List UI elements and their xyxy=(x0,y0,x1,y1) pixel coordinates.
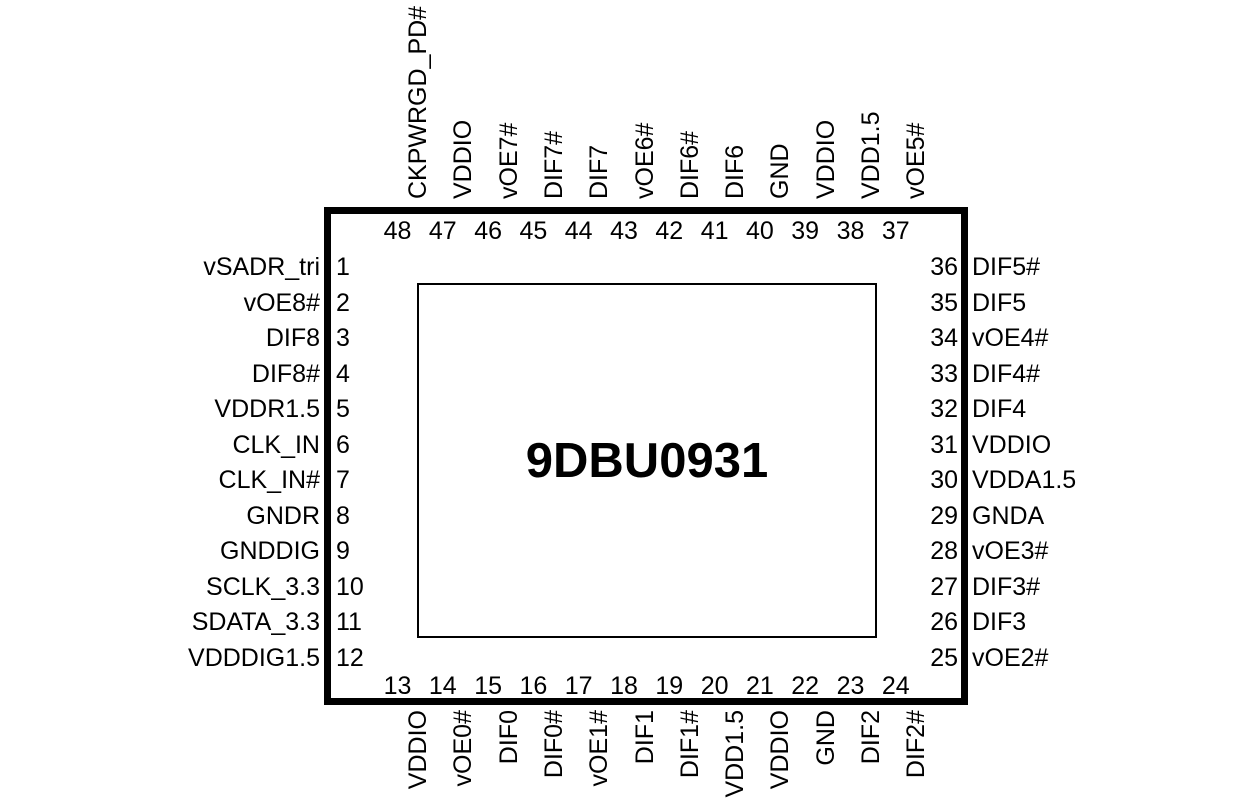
pin-name-47: VDDIO xyxy=(449,119,478,199)
pin-name-9: GNDDIG xyxy=(220,537,320,565)
pin-number-29: 29 xyxy=(930,501,958,530)
pin-name-34: vOE4# xyxy=(972,324,1049,352)
pin-name-20: VDD1.5 xyxy=(721,710,750,798)
pin-name-30: VDDA1.5 xyxy=(972,466,1077,494)
pin-number-25: 25 xyxy=(930,643,958,672)
part-number-label: 9DBU0931 xyxy=(525,433,769,488)
pin-name-11: SDATA_3.3 xyxy=(191,608,320,636)
pin-number-48: 48 xyxy=(383,217,412,245)
pin-number-24: 24 xyxy=(881,672,910,700)
pin-name-4: DIF8# xyxy=(251,359,320,388)
pin-name-17: vOE1# xyxy=(585,710,614,787)
pin-number-9: 9 xyxy=(336,537,350,565)
pin-name-12: VDDDIG1.5 xyxy=(188,643,320,672)
pin-number-18: 18 xyxy=(610,672,638,700)
pin-name-3: DIF8 xyxy=(265,324,320,352)
pin-number-42: 42 xyxy=(655,217,684,245)
pin-name-35: DIF5 xyxy=(972,288,1027,317)
pin-number-32: 32 xyxy=(930,395,958,423)
pin-name-24: DIF2# xyxy=(902,710,931,779)
pin-number-44: 44 xyxy=(564,217,593,245)
pin-name-31: VDDIO xyxy=(972,430,1052,459)
pin-name-2: vOE8# xyxy=(243,288,320,317)
pin-name-40: GND xyxy=(766,143,795,199)
pin-number-20: 20 xyxy=(700,672,729,700)
pin-name-7: CLK_IN# xyxy=(218,466,320,494)
pin-number-5: 5 xyxy=(336,395,350,423)
pin-number-23: 23 xyxy=(836,672,865,700)
pin-number-39: 39 xyxy=(791,217,820,245)
pin-number-17: 17 xyxy=(564,672,593,700)
pin-number-38: 38 xyxy=(836,217,865,245)
pin-name-39: VDDIO xyxy=(811,119,840,199)
pin-name-16: DIF0# xyxy=(539,710,568,779)
pin-name-27: DIF3# xyxy=(972,572,1041,601)
pin-name-38: VDD1.5 xyxy=(857,111,885,199)
pin-name-21: VDDIO xyxy=(766,710,795,790)
pin-name-19: DIF1# xyxy=(675,710,704,779)
pin-number-46: 46 xyxy=(474,217,502,245)
pin-number-47: 47 xyxy=(428,217,457,245)
pin-number-34: 34 xyxy=(930,324,958,352)
pin-name-13: VDDIO xyxy=(404,710,432,790)
pin-number-16: 16 xyxy=(519,672,548,700)
pin-number-19: 19 xyxy=(655,672,684,700)
pin-name-41: DIF6 xyxy=(721,144,750,199)
pin-number-37: 37 xyxy=(881,217,910,245)
pin-number-43: 43 xyxy=(610,217,638,245)
pin-number-41: 41 xyxy=(700,217,729,245)
pin-name-18: DIF1 xyxy=(630,710,659,765)
pin-name-32: DIF4 xyxy=(972,395,1027,423)
pin-number-8: 8 xyxy=(336,501,350,530)
pin-number-14: 14 xyxy=(428,672,457,700)
pin-name-8: GNDR xyxy=(246,501,320,530)
pin-name-33: DIF4# xyxy=(972,359,1041,388)
pin-number-40: 40 xyxy=(745,217,774,245)
pin-number-45: 45 xyxy=(519,217,548,245)
pin-number-4: 4 xyxy=(336,359,350,388)
pin-name-43: vOE6# xyxy=(630,122,659,199)
pin-number-11: 11 xyxy=(336,608,362,636)
pin-name-1: vSADR_tri xyxy=(203,253,320,281)
pin-name-6: CLK_IN xyxy=(232,430,320,459)
pin-name-45: DIF7# xyxy=(539,130,568,199)
pin-name-23: DIF2 xyxy=(857,710,885,765)
pin-name-14: vOE0# xyxy=(449,710,478,787)
pin-number-7: 7 xyxy=(336,466,350,494)
pin-number-30: 30 xyxy=(930,466,958,494)
die-marking-outline xyxy=(417,283,877,638)
pin-number-13: 13 xyxy=(383,672,412,700)
pin-name-10: SCLK_3.3 xyxy=(206,572,320,601)
pin-number-3: 3 xyxy=(336,324,350,352)
pin-name-28: vOE3# xyxy=(972,537,1049,565)
pin-name-5: VDDR1.5 xyxy=(214,395,320,423)
pin-number-36: 36 xyxy=(930,253,958,281)
pin-number-2: 2 xyxy=(336,288,350,317)
pin-name-15: DIF0 xyxy=(494,710,523,765)
pin-number-26: 26 xyxy=(930,608,958,636)
pin-number-28: 28 xyxy=(930,537,958,565)
pin-name-22: GND xyxy=(811,710,840,766)
pin-name-25: vOE2# xyxy=(972,643,1049,672)
pin-number-21: 21 xyxy=(745,672,774,700)
pin-number-1: 1 xyxy=(336,253,350,281)
pin-name-26: DIF3 xyxy=(972,608,1027,636)
pin-name-36: DIF5# xyxy=(972,253,1041,281)
pin-number-22: 22 xyxy=(791,672,820,700)
pin-name-46: vOE7# xyxy=(494,122,523,199)
pin-number-33: 33 xyxy=(930,359,958,388)
pin-number-27: 27 xyxy=(930,572,958,601)
pin-number-10: 10 xyxy=(336,572,364,601)
pin-name-48: CKPWRGD_PD# xyxy=(404,5,432,199)
pin-number-6: 6 xyxy=(336,430,350,459)
pin-number-31: 31 xyxy=(930,430,958,459)
pin-number-15: 15 xyxy=(474,672,502,700)
pin-name-42: DIF6# xyxy=(675,130,704,199)
pin-name-44: DIF7 xyxy=(585,144,614,199)
pin-name-29: GNDA xyxy=(972,501,1045,530)
pin-number-12: 12 xyxy=(336,643,364,672)
pin-number-35: 35 xyxy=(930,288,958,317)
pin-name-37: vOE5# xyxy=(902,122,931,199)
